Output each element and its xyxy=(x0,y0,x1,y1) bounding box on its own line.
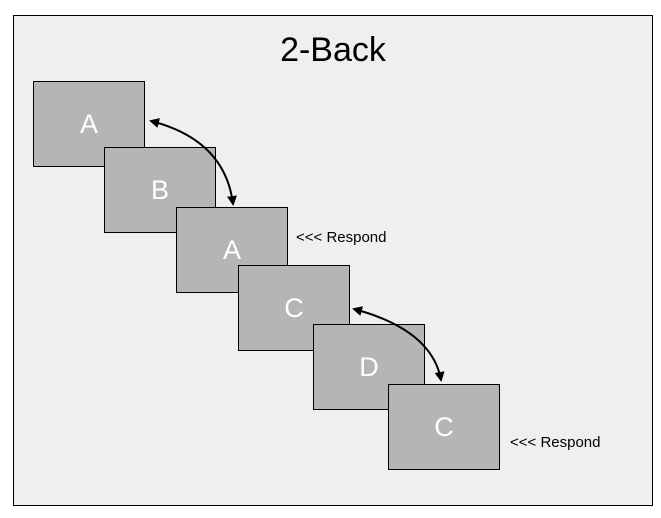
respond-label: <<< Respond xyxy=(296,229,387,246)
stimulus-card-1: A xyxy=(33,81,145,167)
card-letter: A xyxy=(222,234,241,265)
stimulus-card-6: C xyxy=(388,384,500,470)
respond-label: <<< Respond xyxy=(510,434,601,451)
card-letter: B xyxy=(150,174,169,205)
diagram-title: 2-Back xyxy=(280,31,386,69)
stimulus-card-3: A xyxy=(176,207,288,293)
card-letter: D xyxy=(359,351,379,382)
card-letter: C xyxy=(434,411,454,442)
card-letter: A xyxy=(79,108,98,139)
card-letter: C xyxy=(284,292,304,323)
